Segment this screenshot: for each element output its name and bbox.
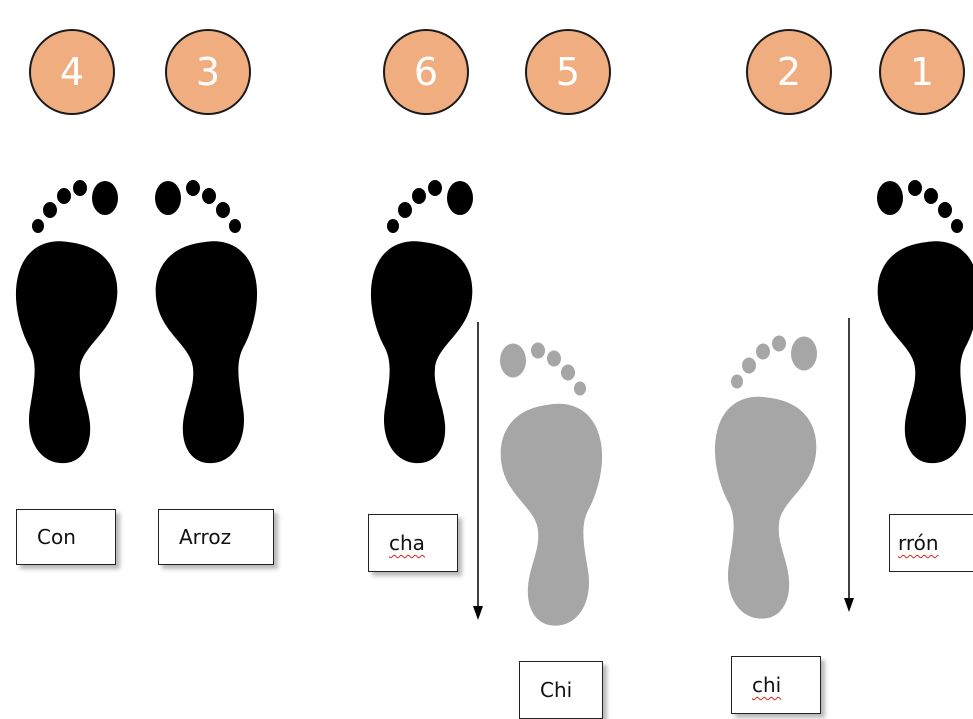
syllable-label: Arroz — [179, 525, 232, 549]
step-number-2: 2 — [746, 29, 832, 115]
down-arrow-icon — [473, 322, 483, 620]
syllable-box-6: cha — [368, 514, 458, 572]
footprint-right-icon — [500, 342, 603, 626]
step-number-label: 1 — [909, 50, 935, 94]
footprint-left-icon — [15, 180, 118, 464]
syllable-label: rrón — [898, 531, 939, 555]
step-number-label: 2 — [776, 50, 802, 94]
step-number-6: 6 — [383, 29, 469, 115]
step-number-3: 3 — [165, 29, 251, 115]
step-number-label: 4 — [59, 50, 85, 94]
syllable-box-5: Chi — [519, 661, 603, 719]
step-number-label: 6 — [413, 50, 439, 94]
syllable-label: chi — [752, 673, 782, 697]
syllable-box-4: Con — [16, 509, 116, 565]
step-number-1: 1 — [879, 29, 965, 115]
syllable-label: Con — [37, 525, 76, 549]
syllable-box-3: Arroz — [158, 509, 274, 565]
step-number-4: 4 — [29, 29, 115, 115]
step-number-label: 3 — [195, 50, 221, 94]
down-arrow-icon — [844, 318, 854, 612]
syllable-box-2: chi — [731, 656, 821, 714]
step-number-label: 5 — [555, 50, 581, 94]
syllable-label: cha — [389, 531, 425, 555]
step-number-5: 5 — [525, 29, 611, 115]
footprint-left-icon — [370, 180, 473, 464]
footprint-right-icon — [877, 180, 973, 464]
syllable-box-1: rrón — [889, 514, 973, 572]
syllable-label: Chi — [540, 678, 573, 702]
footprint-left-icon — [714, 335, 817, 619]
footprint-right-icon — [155, 180, 258, 464]
